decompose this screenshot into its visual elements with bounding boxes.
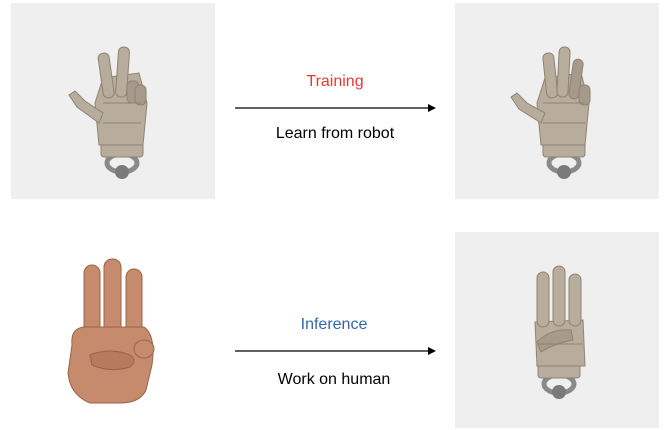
human-hand-icon — [67, 258, 155, 404]
training-label: Training — [306, 73, 364, 90]
robot-hand-source-panel — [11, 3, 215, 199]
robot-hand-inference-panel — [455, 232, 659, 428]
robot-hand-icon — [510, 46, 591, 179]
inference-arrow-icon — [235, 347, 436, 355]
robot-hand-icon — [68, 46, 148, 179]
training-arrow-icon — [235, 104, 436, 112]
inference-caption: Work on human — [277, 371, 391, 388]
inference-label: Inference — [300, 316, 368, 333]
robot-hand-target-panel — [455, 3, 659, 199]
training-caption: Learn from robot — [275, 125, 395, 142]
robot-hand-icon — [534, 265, 586, 399]
